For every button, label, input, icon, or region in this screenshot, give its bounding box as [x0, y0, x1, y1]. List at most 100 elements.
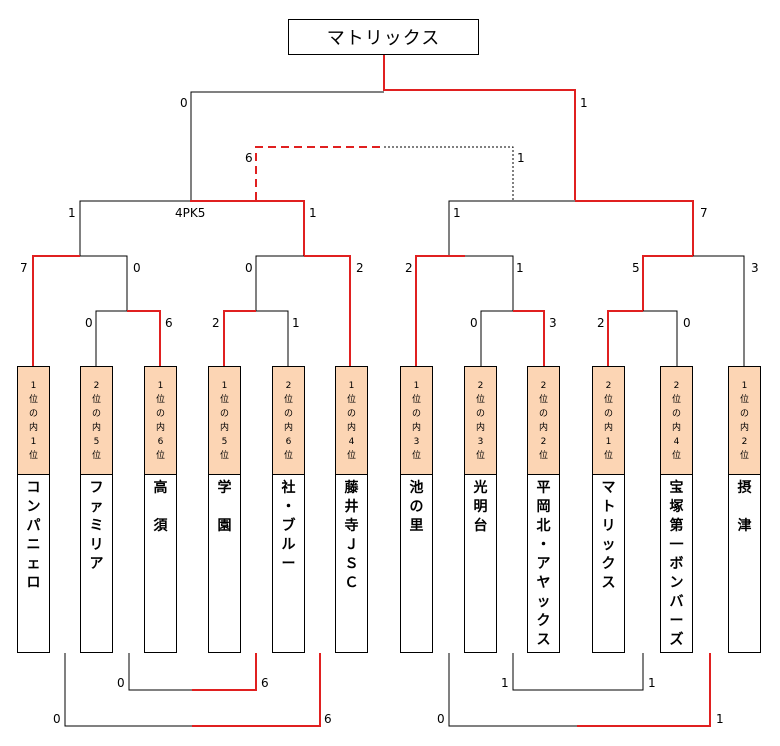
r1a-left-score: 0 [85, 316, 93, 330]
team-name: 学 園 [217, 480, 232, 534]
r1b-left-score: 2 [212, 316, 220, 330]
final-right-score: 1 [580, 96, 588, 110]
cons2-left-score: 0 [53, 712, 61, 726]
qf3-left-line [415, 255, 465, 366]
qf2-right-line [304, 255, 351, 366]
cons3-left-score: 1 [501, 676, 509, 690]
team-name: 平岡北・アヤックス [536, 480, 551, 648]
cons4-left-score: 0 [437, 712, 445, 726]
qf3-right-score: 1 [516, 261, 524, 275]
third-left-score: 6 [245, 151, 253, 165]
qf4-right-score: 3 [751, 261, 759, 275]
team-name: 宝塚第一ボンバーズ [669, 480, 684, 648]
r1c-right-score: 3 [549, 316, 557, 330]
qf3-left-score: 2 [405, 261, 413, 275]
third-right-line [384, 146, 514, 200]
r1a-left-line [95, 310, 127, 366]
semi1-pk-score: 4PK5 [175, 206, 206, 220]
third-left-line [255, 146, 384, 200]
qf2-left-score: 0 [245, 261, 253, 275]
cons3-right-score: 1 [648, 676, 656, 690]
cons2-right-score: 6 [324, 712, 332, 726]
cons4-right-score: 1 [716, 712, 724, 726]
final-right-line [383, 55, 576, 200]
champion-name: マトリックス [326, 28, 441, 49]
qf4-right-line [693, 255, 745, 366]
semi2-left-line [448, 200, 575, 256]
cons2-left-line [64, 653, 192, 727]
r1a-right-score: 6 [165, 316, 173, 330]
team-name: 高 須 [153, 480, 168, 534]
team-name: 社・ブルー [281, 480, 296, 572]
final-left-score: 0 [180, 96, 188, 110]
cons3-line [512, 653, 644, 691]
semi1-right-score: 1 [309, 206, 317, 220]
r1d-right-score: 0 [683, 316, 691, 330]
cons2-right-line [192, 653, 321, 727]
cons1-left-line [128, 653, 192, 691]
semi1-left-score: 1 [68, 206, 76, 220]
qf2-left-line [255, 255, 304, 311]
team-name: マトリックス [601, 480, 616, 591]
r1c-left-score: 0 [470, 316, 478, 330]
team-name: 摂 津 [737, 480, 752, 534]
qf1-left-line [32, 255, 80, 366]
cons4-right-line [577, 653, 711, 727]
team-name: 光明台 [473, 480, 488, 534]
cons1-right-line [192, 653, 257, 691]
semi2-right-line [575, 200, 694, 256]
team-name: 池の里 [409, 480, 424, 534]
semi1-left-line [79, 200, 191, 256]
qf1-right-score: 0 [133, 261, 141, 275]
qf4-left-score: 5 [632, 261, 640, 275]
qf4-left-line [642, 255, 693, 311]
r1b-right-score: 1 [292, 316, 300, 330]
qf3-right-line [465, 255, 514, 311]
champion-box: マトリックス [288, 19, 479, 55]
r1b-right-line [256, 310, 289, 366]
r1a-right-line [127, 310, 161, 366]
r1d-right-line [643, 310, 678, 366]
qf1-left-score: 7 [20, 261, 28, 275]
qf1-right-line [80, 255, 128, 311]
team-name: ファミリア [89, 480, 104, 572]
cons1-right-score: 6 [261, 676, 269, 690]
r1c-right-line [513, 310, 545, 366]
r1d-left-score: 2 [597, 316, 605, 330]
third-right-score: 1 [517, 151, 525, 165]
cons4-left-line [448, 653, 577, 727]
r1d-left-line [607, 310, 643, 366]
semi2-right-score: 7 [700, 206, 708, 220]
team-name: コンパニェロ [26, 480, 41, 591]
r1c-left-line [480, 310, 513, 366]
semi1-right-line [190, 200, 305, 256]
r1b-left-line [223, 310, 256, 366]
